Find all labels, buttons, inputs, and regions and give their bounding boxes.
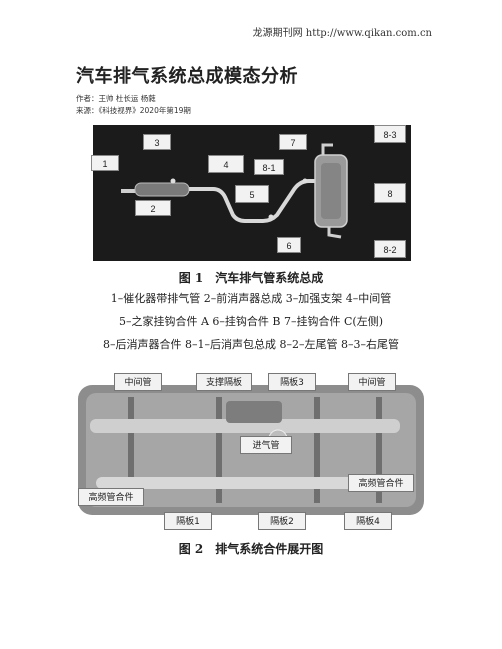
figure1-label-7: 7 bbox=[279, 134, 307, 150]
journal-header: 龙源期刊网 http://www.qikan.com.cn bbox=[252, 28, 432, 39]
figure1-caption: 图 1 汽车排气管系统总成 bbox=[178, 271, 324, 285]
figure1-desc-line2: 5–之家挂钩合件 A 6–挂钩合件 B 7–挂钩合件 C(左侧) bbox=[118, 315, 383, 328]
figure1-desc-line1: 1–催化器带排气管 2–前消声器总成 3–加强支架 4–中间管 bbox=[110, 292, 392, 305]
figure1-label-6: 6 bbox=[277, 237, 301, 253]
article-source: 来源：《科技视界》2020年第19期 bbox=[76, 106, 191, 115]
figure1-label-8-1: 8-1 bbox=[254, 159, 284, 175]
figure2-label-plate2: 隔板2 bbox=[258, 512, 306, 530]
figure1-label-8: 8 bbox=[374, 183, 406, 203]
article-authors: 作者：王帅 杜长运 杨蕤 bbox=[76, 94, 156, 103]
figure2-label-hf-pipe-left: 高频管合件 bbox=[78, 488, 144, 506]
figure2-label-mid-pipe-left: 中间管 bbox=[114, 373, 162, 391]
figure2-label-mid-pipe-right: 中间管 bbox=[348, 373, 396, 391]
figure1-label-8-2: 8-2 bbox=[374, 240, 406, 258]
figure1-label-3: 3 bbox=[143, 134, 171, 150]
figure2-label-plate4: 隔板4 bbox=[344, 512, 392, 530]
figure2-label-hf-pipe-right: 高频管合件 bbox=[348, 474, 414, 492]
figure1-label-2: 2 bbox=[135, 200, 171, 216]
figure2-label-plate1: 隔板1 bbox=[164, 512, 212, 530]
figure1-label-5: 5 bbox=[235, 185, 269, 203]
figure1-image bbox=[93, 125, 411, 261]
figure1-label-8-3: 8-3 bbox=[374, 125, 406, 143]
figure1-desc-line3: 8–后消声器合件 8–1–后消声包总成 8–2–左尾管 8–3–右尾管 bbox=[103, 338, 399, 351]
figure1-label-4: 4 bbox=[208, 155, 244, 173]
figure2-caption: 图 2 排气系统合件展开图 bbox=[178, 542, 324, 556]
figure1-label-1: 1 bbox=[91, 155, 119, 171]
figure2-label-plate3: 隔板3 bbox=[268, 373, 316, 391]
article-title: 汽车排气系统总成模态分析 bbox=[76, 66, 298, 87]
figure2-label-support-plate: 支撑隔板 bbox=[196, 373, 252, 391]
figure2-label-inlet-pipe: 进气管 bbox=[240, 436, 292, 454]
